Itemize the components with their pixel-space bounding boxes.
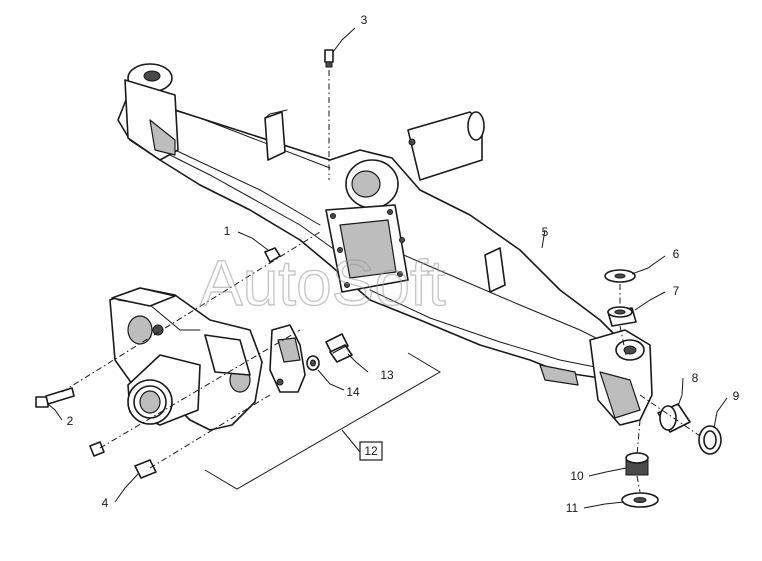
- assembly-centerlines: [61, 70, 701, 493]
- callout-10: 10: [570, 469, 584, 483]
- grease-fitting-3: [324, 49, 334, 68]
- callout-1: 1: [224, 224, 231, 238]
- callout-5: 5: [542, 225, 549, 239]
- bolt-13: [325, 333, 353, 363]
- callout-labels: 3 1 2 4 5 6 7 8 9 10 11 13 14 12: [67, 13, 740, 515]
- nut-2b: [89, 441, 105, 457]
- watermark: AutoSoft: [200, 247, 446, 319]
- callout-2: 2: [67, 414, 74, 428]
- callout-4: 4: [102, 496, 109, 510]
- callout-6: 6: [673, 247, 680, 261]
- cap-half: [269, 324, 306, 393]
- axle-beam: [117, 63, 653, 426]
- callout-7: 7: [673, 284, 680, 298]
- callout-8: 8: [692, 371, 699, 385]
- callout-12-box: [359, 441, 383, 461]
- bolt-2: [35, 387, 75, 408]
- group-bracket-12: [204, 352, 441, 490]
- callout-3: 3: [361, 13, 368, 27]
- washer-6: [604, 269, 636, 283]
- callout-leaders: [47, 27, 728, 509]
- nut-1: [264, 247, 281, 263]
- ring-9: [698, 425, 722, 455]
- bushing-7: [607, 306, 637, 327]
- callout-13: 13: [380, 368, 394, 382]
- callout-14: 14: [346, 385, 360, 399]
- support-bracket: [109, 287, 263, 431]
- bushing-10: [625, 452, 649, 476]
- callout-9: 9: [733, 389, 740, 403]
- washer-11: [621, 492, 659, 508]
- callout-12: 12: [364, 444, 378, 458]
- pin-4: [134, 459, 157, 479]
- callout-11: 11: [566, 501, 579, 515]
- washer-14: [306, 355, 320, 371]
